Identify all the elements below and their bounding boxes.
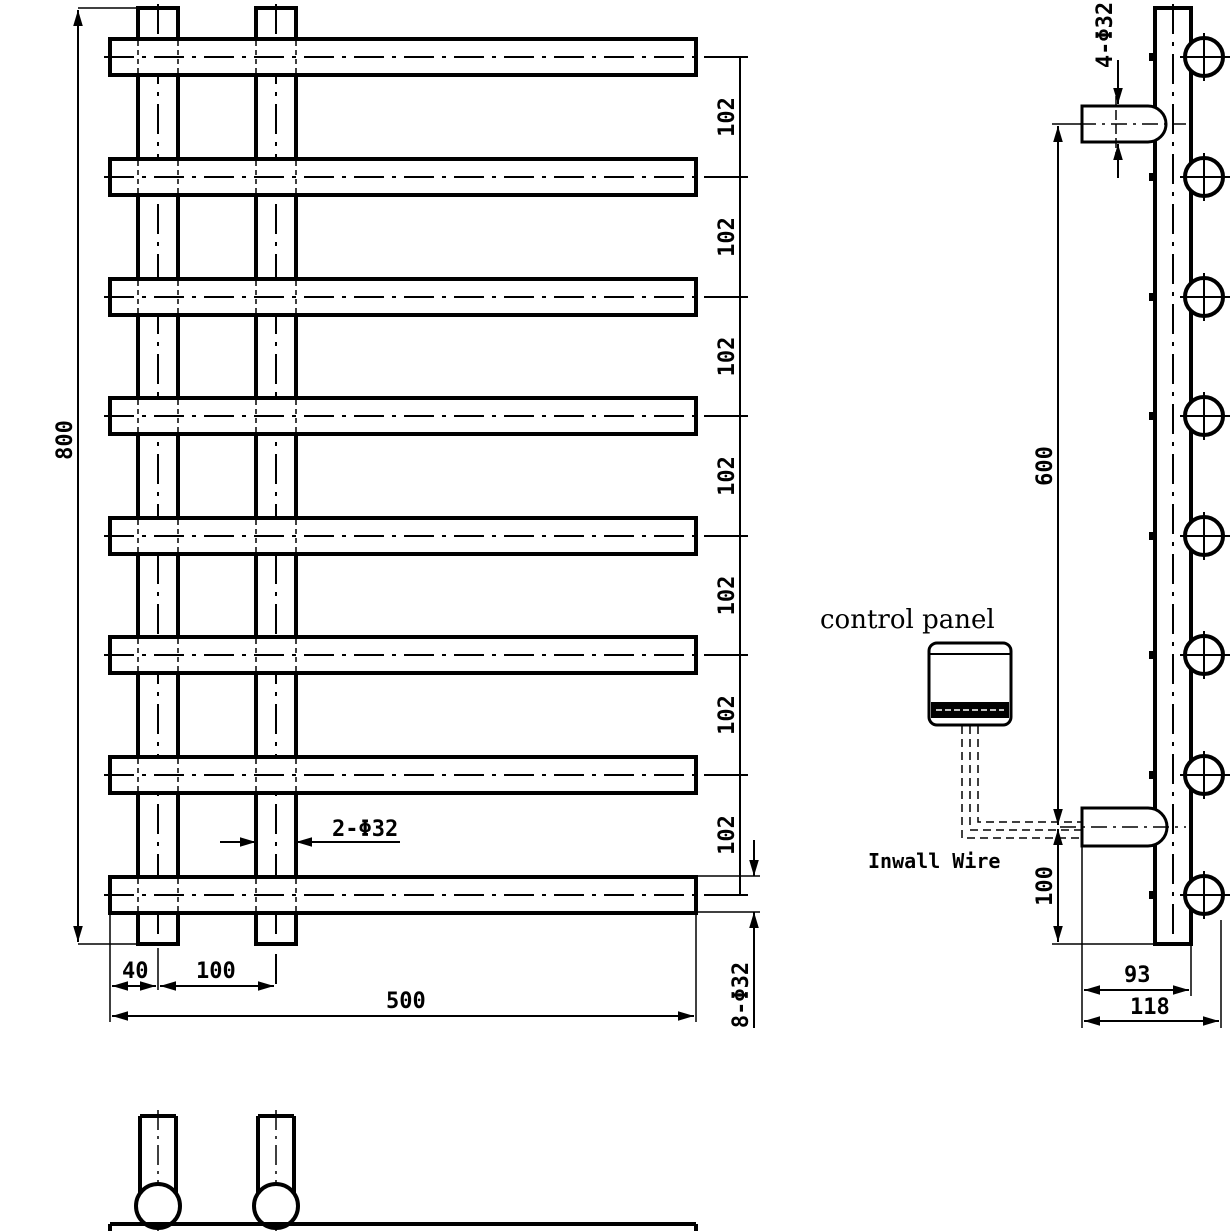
bar-spec-callout: 8-Φ32 <box>696 840 760 1028</box>
bar-end-circle-2 <box>1149 153 1230 201</box>
depth-dimensions: 93 118 <box>1081 846 1222 1028</box>
horizontal-bar-5 <box>104 516 746 556</box>
front-view: 102 102 102 102 102 102 102 800 2-Φ32 40 100 <box>53 4 760 1028</box>
horizontal-bars <box>104 37 746 915</box>
bar-end-circle-5 <box>1149 512 1230 560</box>
bar-end-circle-7 <box>1149 751 1230 799</box>
horizontal-bar-8 <box>104 875 746 915</box>
upper-wall-bracket <box>1080 96 1186 158</box>
left-offset-label: 40 <box>122 959 149 984</box>
bar-end-circle-8 <box>1149 871 1230 919</box>
upright-spec-label: 2-Φ32 <box>332 817 398 842</box>
bar-spacing-label: 102 <box>715 576 740 616</box>
top-right-upright <box>252 1110 300 1231</box>
mount-spec-callout: 4-Φ32 <box>1093 2 1123 178</box>
bar-spec-label: 8-Φ32 <box>729 962 754 1028</box>
lower-wall-bracket <box>1060 806 1186 848</box>
horizontal-bar-7 <box>104 755 746 795</box>
bar-end-circle-1 <box>1149 33 1230 81</box>
side-view: 4-Φ32 600 100 93 118 control panel <box>820 2 1230 1028</box>
depth-outer-label: 118 <box>1130 995 1170 1020</box>
bar-end-circle-4 <box>1149 392 1230 440</box>
bottom-offset-label: 100 <box>1033 866 1058 906</box>
depth-inner-label: 93 <box>1124 963 1151 988</box>
horizontal-bar-6 <box>104 635 746 675</box>
horizontal-bar-3 <box>104 277 746 317</box>
width-label: 500 <box>386 989 426 1014</box>
mount-spacing-label: 600 <box>1033 446 1058 486</box>
control-panel-label: control panel <box>820 605 995 635</box>
left-upright <box>136 4 180 948</box>
right-upright <box>254 4 298 990</box>
upright-spacing-label: 100 <box>196 959 236 984</box>
bottom-dimensions: 40 100 500 <box>109 914 697 1022</box>
bar-end-circles <box>1149 33 1230 919</box>
horizontal-bar-2 <box>104 157 746 197</box>
bar-spacing-label: 102 <box>715 815 740 855</box>
top-view <box>108 1110 698 1231</box>
height-label: 800 <box>53 420 78 460</box>
upright-spec-callout: 2-Φ32 <box>220 817 400 847</box>
wire-label: Inwall Wire <box>868 849 1000 873</box>
horizontal-bar-1 <box>104 37 746 77</box>
top-left-upright <box>134 1110 182 1231</box>
bar-spacing-label: 102 <box>715 456 740 496</box>
inwall-wire <box>961 726 1082 839</box>
bar-end-circle-3 <box>1149 273 1230 321</box>
bar-spacing-label: 102 <box>715 97 740 137</box>
bar-spacing-label: 102 <box>715 337 740 377</box>
bottom-offset-dimension: 100 <box>1033 829 1155 945</box>
bar-end-circle-6 <box>1149 631 1230 679</box>
mount-spec-label: 4-Φ32 <box>1093 2 1118 68</box>
bar-spacing-label: 102 <box>715 217 740 257</box>
mount-spacing-dimension: 600 <box>1033 123 1082 825</box>
height-dimension: 800 <box>53 7 138 945</box>
horizontal-bar-4 <box>104 396 746 436</box>
bar-spacing-label: 102 <box>715 695 740 735</box>
bar-spacing-dimension: 102 102 102 102 102 102 102 <box>715 56 748 896</box>
control-panel: control panel <box>820 605 1013 727</box>
